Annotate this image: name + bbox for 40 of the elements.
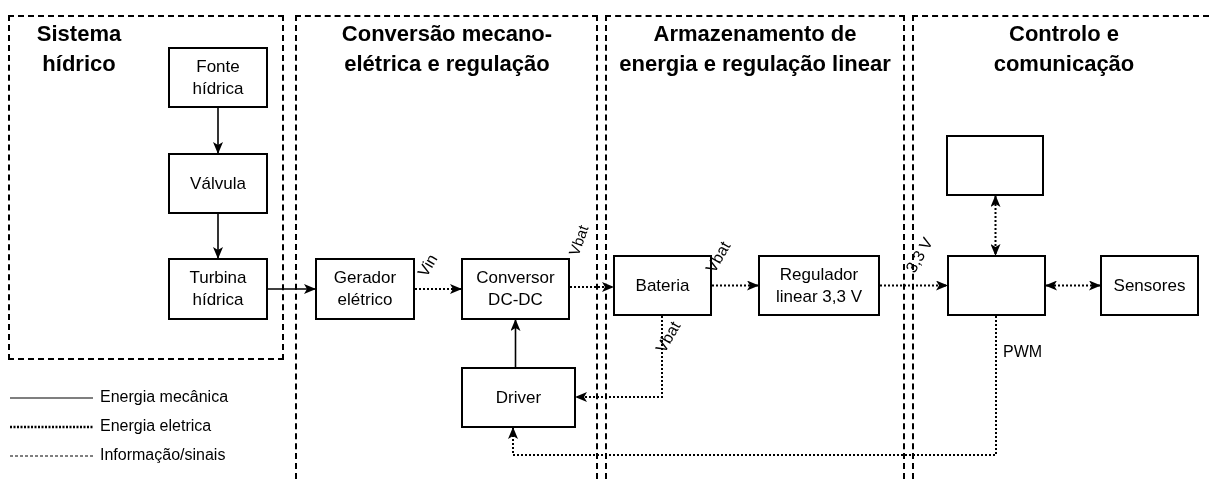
region-title: Conversão mecano-elétrica e regulação (340, 20, 554, 78)
box-label: Regulador linear 3,3 V (775, 263, 863, 308)
legend-label: Informação/sinais (100, 446, 226, 464)
dashed-region (605, 15, 905, 479)
region-title: Sistema hídrico (35, 20, 123, 78)
process-box (758, 255, 880, 316)
box-label: Válvula (190, 172, 246, 195)
region-title: Armazenamento de energia e regulação linear (618, 20, 892, 78)
process-box (168, 153, 268, 214)
legend-label: Energia eletrica (100, 417, 212, 435)
arrow (508, 315, 997, 456)
box-label: Sensores (1113, 274, 1186, 297)
process-box (947, 255, 1046, 316)
process-box (1100, 255, 1199, 316)
process-box (946, 135, 1044, 196)
arrow (213, 213, 223, 259)
arrow (267, 284, 316, 294)
edge-label: Vbat (565, 222, 593, 258)
process-box (461, 258, 570, 320)
edge-label: Vin (414, 251, 442, 280)
box-label: Driver (495, 386, 542, 409)
arrow (213, 107, 223, 154)
dashed-region (8, 15, 284, 360)
arrow (510, 319, 521, 368)
box-label: Gerador elétrico (332, 267, 398, 311)
process-box (168, 47, 268, 108)
box-label: Conversor DC-DC (475, 267, 556, 311)
process-box (461, 367, 576, 428)
legend-label: Energia mecânica (100, 388, 229, 406)
process-box (315, 258, 415, 320)
box-label: Fonte hídrica (191, 55, 245, 100)
box-label: Turbina hídrica (188, 267, 248, 311)
arrow (990, 195, 1001, 256)
process-box (168, 258, 268, 320)
box-label: Bateria (635, 274, 690, 297)
arrow (575, 315, 663, 402)
edge-label: PWM (1003, 343, 1043, 361)
dashed-region (295, 15, 598, 479)
region-title: Controlo e comunicação (992, 20, 1136, 78)
arrow (1045, 280, 1101, 291)
